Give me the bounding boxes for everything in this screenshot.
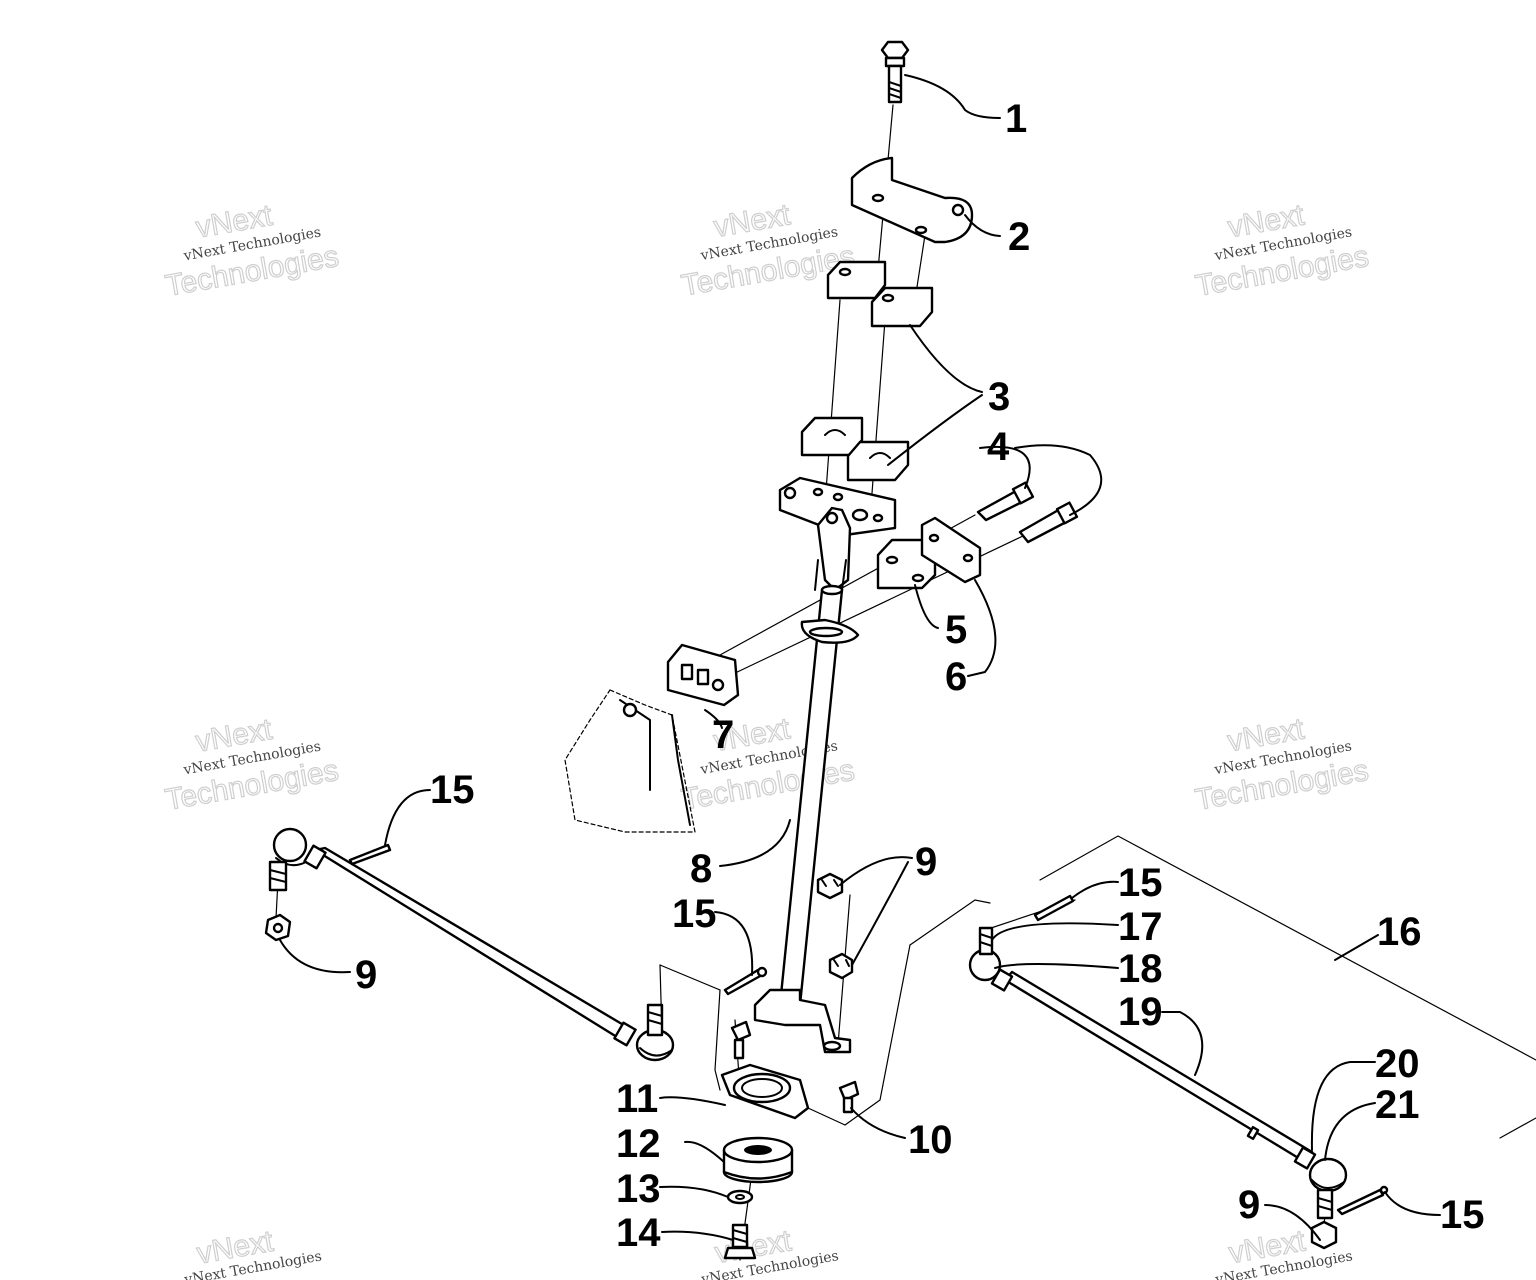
part-4-bolts [976, 481, 1079, 544]
callout-9-right: 9 [1238, 1183, 1260, 1227]
callout-labels: 1 2 3 4 5 6 7 8 9 9 9 10 11 12 13 14 15 … [355, 97, 1485, 1255]
callout-8: 8 [690, 847, 712, 891]
watermark-bottom-center: vNext vNext Technologies [699, 1224, 840, 1280]
callout-10: 10 [908, 1118, 953, 1162]
cotter-pins [348, 843, 1389, 1216]
callout-7: 7 [712, 713, 734, 757]
steering-shroud [564, 689, 696, 833]
callout-21: 21 [1375, 1083, 1420, 1127]
callout-15-center: 15 [672, 892, 717, 936]
callout-1: 1 [1005, 97, 1027, 141]
callout-6: 6 [945, 655, 967, 699]
callout-13: 13 [616, 1167, 661, 1211]
left-tie-rod [264, 827, 675, 1062]
column-upper-mount [778, 476, 897, 592]
washer [726, 1189, 754, 1205]
lower-bearing-flange [720, 1020, 860, 1120]
part-5-6-clamp-plate [876, 516, 982, 590]
part-3-clamp-blocks [800, 260, 934, 482]
right-tie-rod-frame [659, 835, 1536, 1139]
callout-14: 14 [616, 1211, 661, 1255]
leader-lines [279, 74, 1441, 1241]
watermark-top-right: vNext vNext Technologies Technologies [1192, 198, 1371, 304]
callout-15-right-top: 15 [1118, 861, 1163, 905]
callout-15-left: 15 [430, 768, 475, 812]
right-tie-rod [968, 926, 1348, 1220]
part-2-bracket [850, 156, 974, 244]
part-1-bolt [880, 40, 910, 104]
watermark-mid-left: vNext vNext Technologies Technologies [162, 712, 341, 817]
callout-4: 4 [987, 425, 1010, 469]
callout-19: 19 [1118, 990, 1163, 1034]
watermark-top-center: vNext vNext Technologies Technologies [678, 198, 857, 304]
watermark-top-left: vNext vNext Technologies Technologies [162, 198, 341, 303]
callout-9-left: 9 [355, 953, 377, 997]
castle-nuts [816, 872, 1338, 1250]
part-7-clamp-block [666, 643, 740, 707]
callout-3: 3 [988, 375, 1010, 419]
callout-12: 12 [616, 1122, 661, 1166]
watermark-mid-right: vNext vNext Technologies Technologies [1192, 712, 1371, 818]
callout-15-right-bottom: 15 [1440, 1193, 1485, 1237]
callout-5: 5 [945, 608, 967, 652]
callout-2: 2 [1008, 215, 1030, 259]
callout-16: 16 [1377, 910, 1422, 954]
watermark-bottom-left: vNext vNext Technologies [182, 1224, 323, 1280]
callout-11: 11 [616, 1077, 658, 1121]
lower-bolt [723, 1223, 757, 1260]
callout-20: 20 [1375, 1042, 1420, 1086]
callout-18: 18 [1118, 947, 1163, 991]
callout-17: 17 [1118, 905, 1163, 949]
callout-9-top: 9 [915, 840, 937, 884]
part-8-steering-post [753, 559, 860, 1054]
lower-bearing [722, 1136, 794, 1184]
